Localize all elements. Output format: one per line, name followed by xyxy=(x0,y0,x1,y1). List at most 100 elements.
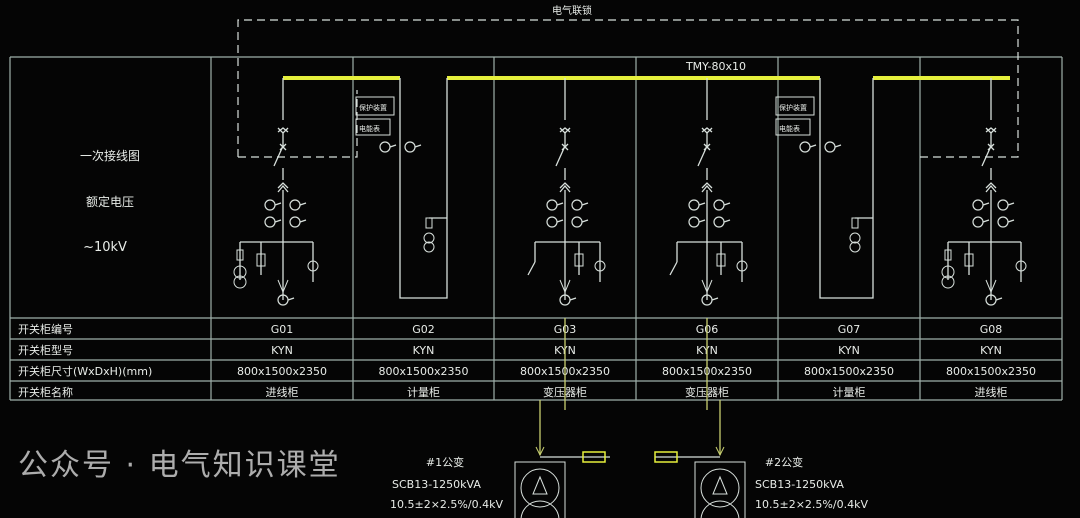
voltage-label: 额定电压 xyxy=(86,194,134,209)
plug-contact-icon xyxy=(277,182,289,189)
cabinet-id-cell: G01 xyxy=(271,323,294,336)
ct-lead xyxy=(389,144,397,148)
plug-contact-icon xyxy=(277,184,289,193)
breaker-x-icon xyxy=(703,143,711,151)
cabinet-id-cell: G02 xyxy=(412,323,435,336)
transformer-model: SCB13-1250kVA xyxy=(392,478,481,491)
protection-device-label: 保护装置 xyxy=(359,103,387,112)
transformer-cabinet-symbols xyxy=(527,78,606,306)
ct-lead xyxy=(834,144,842,148)
transformer-name: #2公变 xyxy=(765,455,803,469)
current-transformer-icon xyxy=(713,199,725,211)
voltage-transformer-icon xyxy=(423,232,435,244)
voltage-transformer-icon xyxy=(233,275,247,289)
plug-contact-icon xyxy=(559,182,571,189)
diagram-label: 一次接线图 xyxy=(80,148,140,163)
fuse-icon xyxy=(944,249,952,261)
voltage-transformer-icon xyxy=(233,265,247,279)
interlock-dashed-line xyxy=(237,19,1019,158)
arrester-icon xyxy=(574,253,584,267)
plug-contact-icon xyxy=(701,184,713,193)
ct-lead xyxy=(556,202,564,206)
ct-lead xyxy=(581,202,589,206)
ct-lead xyxy=(414,144,422,148)
current-transformer-icon xyxy=(404,141,416,153)
current-transformer-icon xyxy=(379,141,391,153)
ct-lead xyxy=(1007,202,1015,206)
transformer-ratio: 10.5±2×2.5%/0.4kV xyxy=(755,498,868,511)
current-transformer-icon xyxy=(546,199,558,211)
breaker-x-icon xyxy=(561,143,569,151)
table-grid xyxy=(9,56,1063,401)
cabinet-id-cell: G07 xyxy=(838,323,861,336)
metering-loop-wire xyxy=(399,78,448,299)
current-transformer-icon xyxy=(289,216,301,228)
cabinet-name-cell: 进线柜 xyxy=(266,385,299,399)
voltage-transformer-icon xyxy=(849,241,861,253)
surge-protector-icon xyxy=(307,260,319,272)
ct-lead xyxy=(723,219,731,223)
transformer-winding-icon xyxy=(520,500,560,518)
earth-switch-icon xyxy=(527,261,536,276)
current-transformer-icon xyxy=(264,199,276,211)
row-header: 开关柜编号 xyxy=(18,322,73,336)
ct-lead xyxy=(982,219,990,223)
plug-contact-icon xyxy=(559,184,571,193)
transformer-name: #1公变 xyxy=(426,455,464,469)
breaker-x-icon xyxy=(279,143,287,151)
row-header: 开关柜型号 xyxy=(18,343,73,357)
current-transformer-icon xyxy=(713,216,725,228)
cabinet-model-cell: KYN xyxy=(271,344,293,357)
current-transformer-icon xyxy=(688,199,700,211)
voltage-transformer-icon xyxy=(423,241,435,253)
arrow-icon xyxy=(535,446,545,457)
ct-lead xyxy=(982,202,990,206)
current-transformer-icon xyxy=(571,199,583,211)
cable-head-icon xyxy=(559,279,571,294)
busbar-label: TMY-80x10 xyxy=(685,60,746,73)
cabinet-name-cell: 进线柜 xyxy=(975,385,1008,399)
transformer-ratio: 10.5±2×2.5%/0.4kV xyxy=(390,498,503,511)
protection-device-box xyxy=(775,96,815,116)
cable-head-icon xyxy=(277,279,289,294)
arrester-icon xyxy=(256,253,266,267)
grounding-fuse-icon xyxy=(654,451,678,463)
cabinet-model-cell: KYN xyxy=(838,344,860,357)
cabinet-name-cell: 计量柜 xyxy=(833,386,866,399)
cabinet-model-cell: KYN xyxy=(413,344,435,357)
plug-contact-icon xyxy=(985,182,997,189)
ct-lead xyxy=(569,297,577,301)
plug-contact-icon xyxy=(701,127,713,133)
cabinet-name-cell: 计量柜 xyxy=(407,386,440,399)
meter-box xyxy=(355,118,391,136)
arrester-icon xyxy=(964,253,974,267)
transformer-cabinet-symbols xyxy=(669,78,748,306)
transformer-winding-icon xyxy=(520,468,560,508)
cable-head-icon xyxy=(701,279,713,294)
ct-lead xyxy=(1007,219,1015,223)
transformer-winding-icon xyxy=(700,468,740,508)
ct-lead xyxy=(723,202,731,206)
transformer-model: SCB13-1250kVA xyxy=(755,478,844,491)
transformer-winding-icon xyxy=(700,500,740,518)
meter-label: 电能表 xyxy=(359,124,380,133)
plug-contact-icon xyxy=(701,182,713,189)
current-transformer-icon xyxy=(571,216,583,228)
ct-lead xyxy=(698,219,706,223)
surge-protector-icon xyxy=(594,260,606,272)
arrester-icon xyxy=(716,253,726,267)
cabinet-size-cell: 800x1500x2350 xyxy=(946,365,1036,378)
ct-lead xyxy=(809,144,817,148)
voltage-transformer-icon xyxy=(849,232,861,244)
plug-contact-icon xyxy=(985,184,997,193)
cabinet-size-cell: 800x1500x2350 xyxy=(804,365,894,378)
plug-contact-icon xyxy=(277,127,289,133)
cabinet-size-cell: 800x1500x2350 xyxy=(378,365,468,378)
cabinet-model-cell: KYN xyxy=(980,344,1002,357)
voltage-transformer-icon xyxy=(941,265,955,279)
